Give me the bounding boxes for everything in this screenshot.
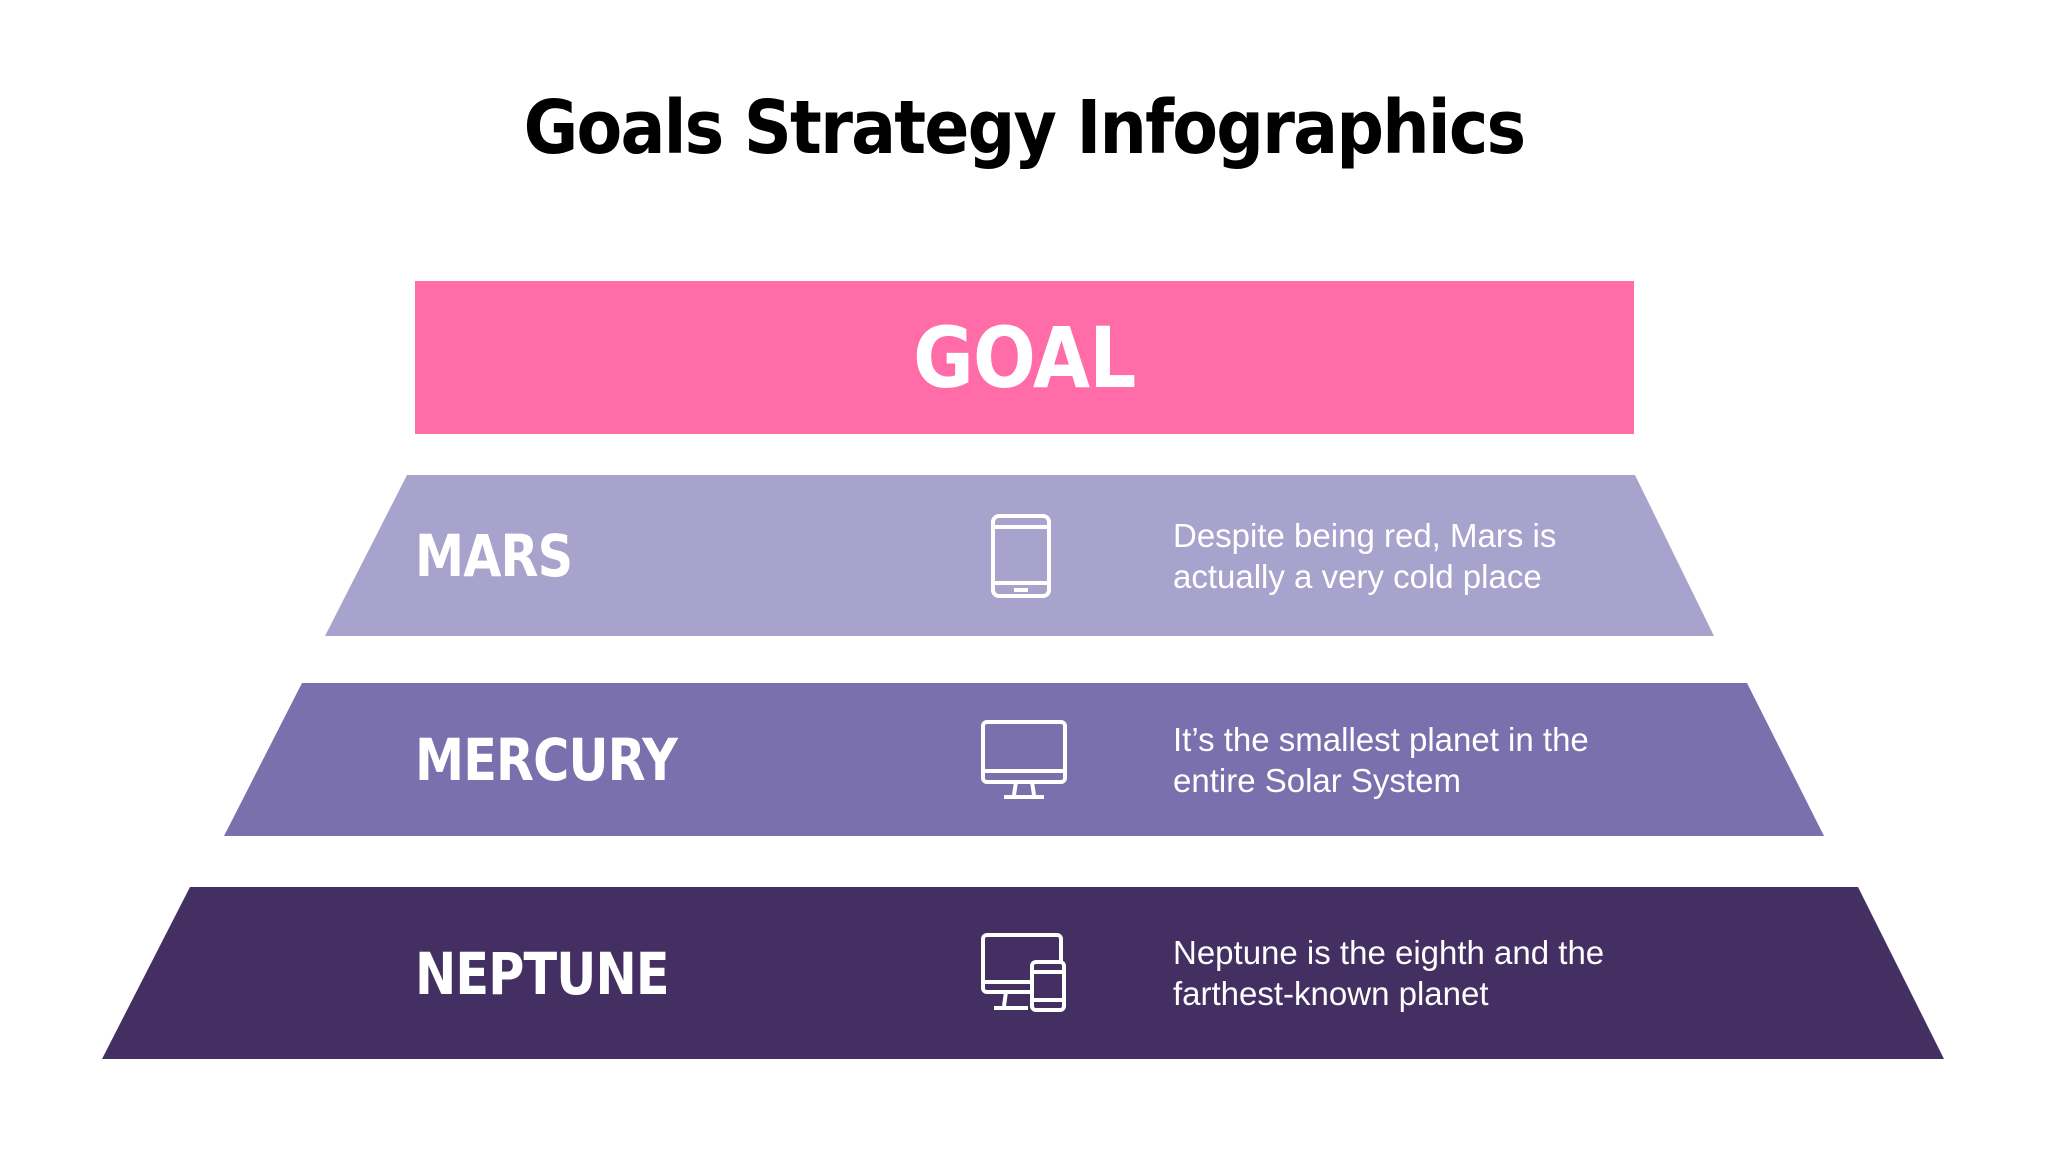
tablet-icon: [990, 513, 1052, 599]
tier-mercury-name: MERCURY: [415, 726, 678, 794]
tier-mercury-trapezoid: [224, 683, 1824, 836]
tier-mars-description: Despite being red, Mars is actually a ve…: [1173, 517, 1557, 595]
tier-mercury: MERCURY It’s the smallest planet in the …: [0, 683, 2048, 837]
tier-neptune: NEPTUNE Neptune is the eighth and the fa…: [0, 887, 2048, 1061]
goal-label: GOAL: [913, 308, 1136, 407]
tier-mars-trapezoid: [325, 475, 1714, 636]
tier-mercury-shape: [224, 683, 1824, 836]
tier-mars-name: MARS: [415, 522, 573, 590]
tier-neptune-shape: [102, 887, 1944, 1059]
tier-mars-shape: [325, 475, 1714, 636]
tier-neptune-description: Neptune is the eighth and the farthest-k…: [1173, 934, 1605, 1012]
tier-neptune-trapezoid: [102, 887, 1944, 1059]
monitor-icon: [980, 719, 1068, 801]
tier-neptune-name: NEPTUNE: [415, 940, 670, 1008]
devices-icon: [980, 932, 1068, 1014]
slide-title: Goals Strategy Infographics: [523, 85, 1527, 171]
tier-mars: MARS Despite being red, Mars is actually…: [0, 475, 2048, 638]
goal-bar: GOAL: [415, 281, 1634, 434]
tier-mercury-description: It’s the smallest planet in the entire S…: [1173, 721, 1589, 799]
